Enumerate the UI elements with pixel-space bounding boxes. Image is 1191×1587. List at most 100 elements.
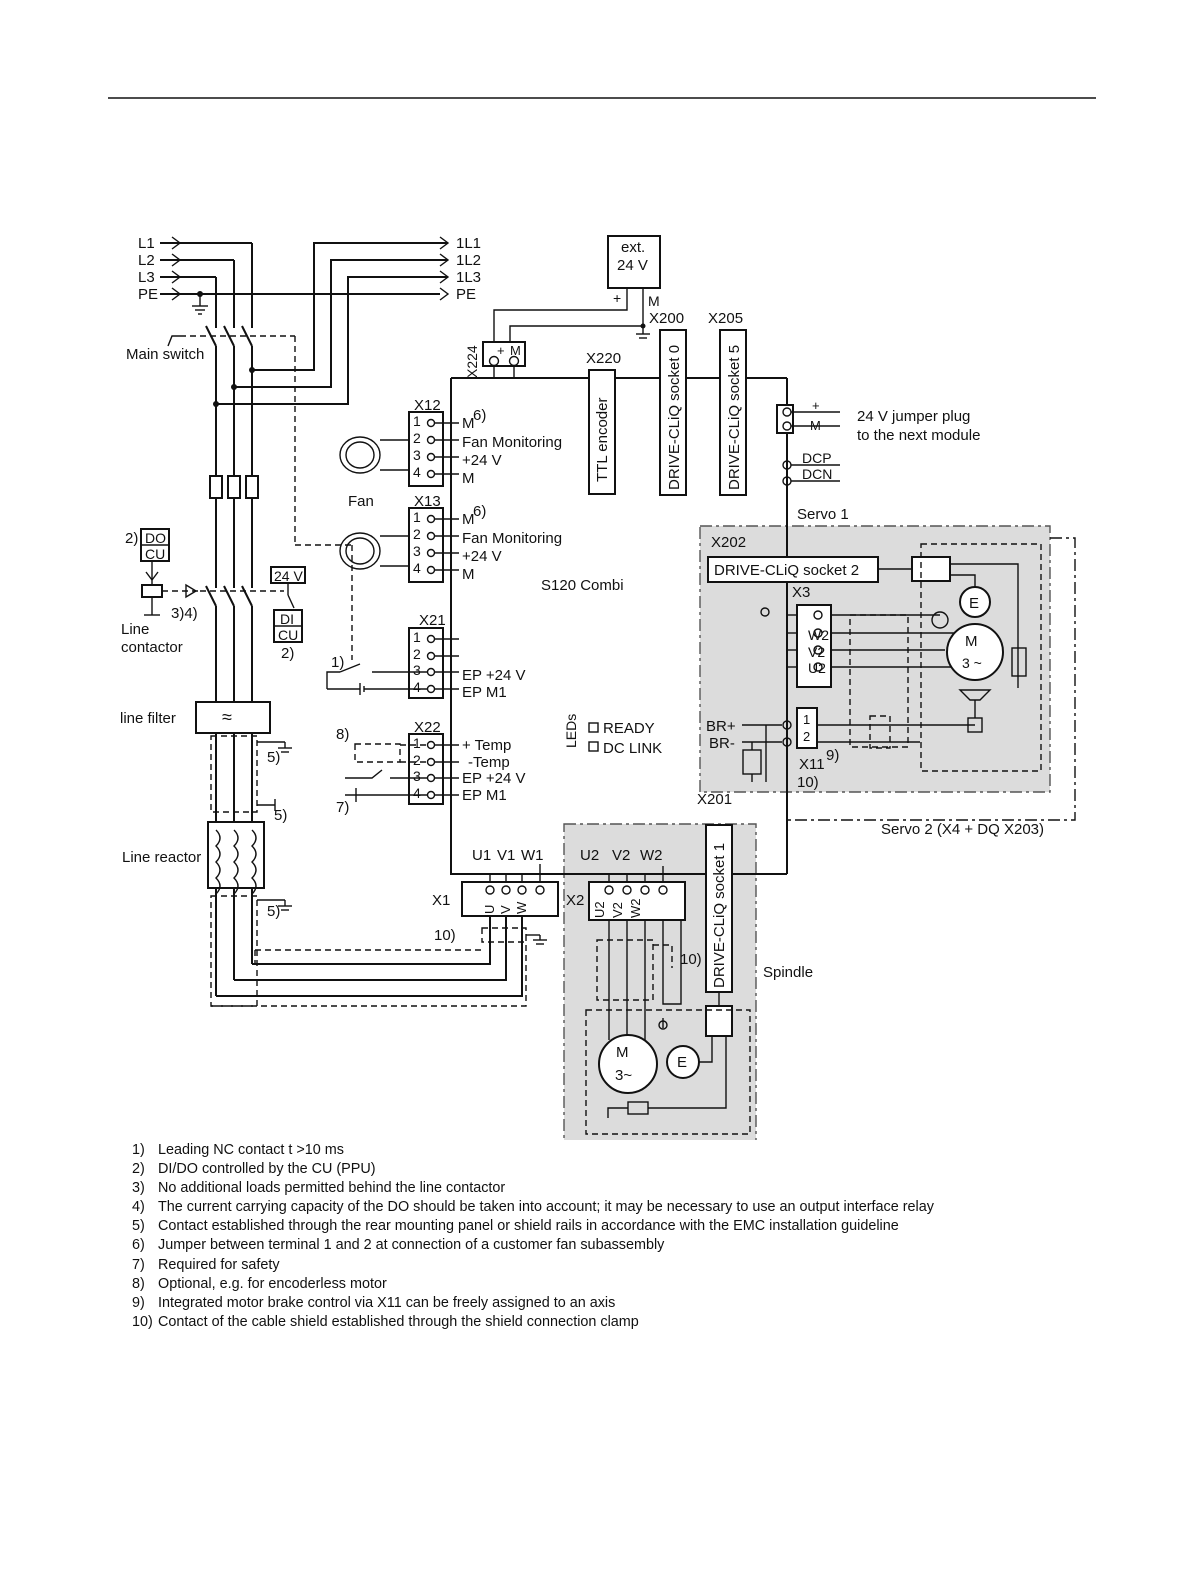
footnote-item: 8)Optional, e.g. for encoderless motor: [132, 1275, 1132, 1294]
x205-label: X205: [708, 310, 743, 327]
footnote-text: Jumper between terminal 1 and 2 at conne…: [158, 1237, 665, 1254]
di-ref: 2): [281, 645, 294, 662]
x21-label: X21: [419, 612, 446, 629]
x13-pin-1: 1: [413, 509, 421, 525]
supply-outputs: 1L1 1L2 1L3 PE: [216, 235, 481, 405]
module-frame-left: [450, 378, 708, 875]
x22-label: X22: [414, 719, 441, 736]
spindle-socket-1: DRIVE-CLiQ socket 1 Spindle: [585, 824, 813, 1135]
x1-term-w: W: [514, 901, 529, 914]
ext-24v-supply: ext. 24 V + M: [493, 235, 661, 342]
spindle-motor-3: 3~: [615, 1067, 632, 1084]
x2-connector: U2 V2 W2 U2 V2 W2 X2 10): [566, 847, 702, 1040]
line-reactor: Line reactor 5): [122, 821, 527, 1007]
wiring-diagram: L1 L2 L3 PE 1L1 1L2 1L3 PE: [108, 97, 1096, 1140]
di-cu-label: CU: [278, 627, 298, 643]
footnote-text: Contact established through the rear mou…: [158, 1218, 899, 1235]
x1-label: X1: [432, 892, 450, 909]
safety-ref: 7): [336, 799, 349, 816]
footnote-item: 2) DI/DO controlled by the CU (PPU): [132, 1160, 1132, 1179]
socket0-label: DRIVE-CLiQ socket 0: [666, 345, 683, 490]
servo1-encoder: E: [969, 595, 979, 612]
footnote-number: 10): [132, 1313, 153, 1330]
footnote-item: 7) Required for safety: [132, 1256, 1132, 1275]
servo1-shield-ref: 10): [797, 774, 819, 791]
x3-label: X3: [792, 584, 810, 601]
do-label: DO: [145, 530, 166, 546]
line-contactor-label-2: contactor: [121, 639, 183, 656]
x2-term-v2: V2: [610, 902, 625, 918]
input-l1: L1: [138, 235, 155, 252]
x1-term-v: V: [498, 905, 513, 914]
jumper-label-2: to the next module: [857, 427, 980, 444]
output-1l1: 1L1: [456, 235, 481, 252]
x11-pin-2: 2: [803, 729, 810, 744]
x22-connector: X22 1 2 3 4 + Temp -Temp EP +24 V EP M1 …: [336, 719, 526, 816]
u1-label: U1: [472, 847, 491, 864]
x13-connector: X13 6) 1 2 3 4 M Fan Monitoring +24 V M: [408, 493, 562, 583]
x13-ref: 6): [473, 503, 486, 520]
leds-label: LEDs: [563, 714, 579, 748]
spindle-encoder: E: [677, 1054, 687, 1071]
footnote-item: 5)Contact established through the rear m…: [132, 1217, 1132, 1236]
ext-label: ext.: [621, 239, 645, 256]
ext-minus: M: [648, 293, 660, 309]
servo2-outline: [788, 537, 1076, 821]
x1-shield-ref: 10): [434, 927, 456, 944]
ext-plus: +: [613, 290, 621, 306]
dcp-label: DCP: [802, 450, 832, 466]
x3-u2: U2: [808, 660, 826, 676]
x13-signal-4: M: [462, 566, 475, 583]
input-l3: L3: [138, 269, 155, 286]
nc-contact-ref: 1): [331, 654, 344, 671]
servo1-motor-3: 3 ~: [962, 655, 982, 671]
input-pe: PE: [138, 286, 158, 303]
output-pe: PE: [456, 286, 476, 303]
x12-pin-3: 3: [413, 447, 421, 463]
x13-label: X13: [414, 493, 441, 510]
x13-signal-1: M: [462, 511, 475, 528]
br-minus-label: BR-: [709, 735, 735, 752]
footnote-text: Leading NC contact t >10 ms: [158, 1142, 344, 1158]
output-1l2: 1L2: [456, 252, 481, 269]
input-l2: L2: [138, 252, 155, 269]
x2-label: X2: [566, 892, 584, 909]
footnote-number: 7): [132, 1256, 145, 1273]
footnote-number: 2): [132, 1161, 145, 1178]
servo2-label: Servo 2 (X4 + DQ X203): [881, 821, 1044, 838]
x12-pin-1: 1: [413, 413, 421, 429]
footnote-number: 3): [132, 1180, 145, 1197]
x12-signal-1: M: [462, 415, 475, 432]
footnote-item: 6)Jumper between terminal 1 and 2 at con…: [132, 1236, 1132, 1255]
di-label: DI: [280, 611, 294, 627]
di-24v-label: 24 V: [274, 568, 303, 584]
line-reactor-label: Line reactor: [122, 849, 201, 866]
led-ready-indicator: [588, 722, 599, 733]
servo1-title: Servo 1: [797, 506, 849, 523]
footnote-item: 4)The current carrying capacity of the D…: [132, 1198, 1132, 1217]
contactor-ref: 3)4): [171, 605, 198, 622]
footnote-text: DI/DO controlled by the CU (PPU): [158, 1161, 376, 1178]
x22-signal-3: EP +24 V: [462, 770, 526, 787]
shield-ref-5b: 5): [274, 807, 287, 824]
brake-ref: 9): [826, 747, 839, 764]
x3-v2: V2: [808, 644, 825, 660]
spindle-label: Spindle: [763, 964, 813, 981]
supply-inputs: L1 L2 L3 PE: [138, 235, 440, 315]
x22-signal-1: + Temp: [462, 737, 511, 754]
line-filter: ≈ line filter 5) 5): [120, 701, 292, 824]
footnote-item: 10) Contact of the cable shield establish…: [132, 1313, 1132, 1332]
x12-pin-4: 4: [413, 464, 421, 480]
x2-term-w2: W2: [628, 899, 643, 919]
footnote-item: 1) Leading NC contact t >10 ms: [132, 1141, 1132, 1160]
spindle-motor: M 3~ E: [598, 1034, 727, 1118]
shield-ref-5a: 5): [267, 749, 280, 766]
footnote-number: 1): [132, 1142, 145, 1158]
footnote-text: Required for safety: [158, 1256, 280, 1273]
x2-term-u2: U2: [592, 901, 607, 918]
br-plus-label: BR+: [706, 718, 736, 735]
footnote-text: Contact of the cable shield established …: [158, 1313, 639, 1330]
line-filter-label: line filter: [120, 710, 176, 727]
x12-signal-3: +24 V: [462, 452, 502, 469]
